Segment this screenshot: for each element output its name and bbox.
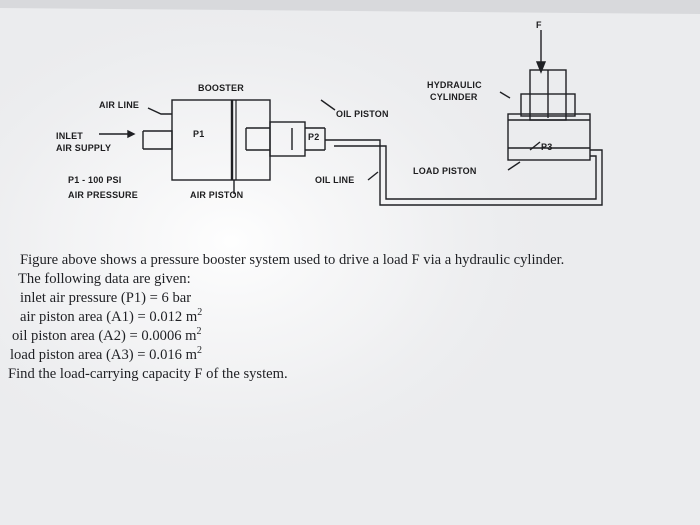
inlet-pressure-line: inlet air pressure (P1) = 6 bar bbox=[20, 290, 192, 306]
p3-chamber-label: P3 bbox=[541, 142, 552, 152]
hydraulic-cylinder bbox=[507, 113, 591, 161]
oil-piston-area-line: oil piston area (A2) = 0.0006 m2 bbox=[12, 326, 688, 346]
cylinder-label: CYLINDER bbox=[430, 92, 478, 102]
force-label: F bbox=[536, 20, 542, 30]
air-piston-area-exponent: 2 bbox=[197, 307, 203, 318]
p1-value-label: P1 - 100 PSI bbox=[68, 175, 121, 185]
p1-chamber-label: P1 bbox=[193, 129, 204, 139]
load-piston-label: LOAD PISTON bbox=[413, 166, 477, 176]
hydraulic-leader bbox=[499, 91, 511, 99]
problem-statement: Figure above shows a pressure booster sy… bbox=[8, 251, 688, 384]
air-piston-label: AIR PISTON bbox=[190, 190, 243, 200]
booster-label: BOOSTER bbox=[198, 83, 244, 93]
load-piston-area-line: load piston area (A3) = 0.016 m2 bbox=[10, 345, 688, 365]
problem-intro: Figure above shows a pressure booster sy… bbox=[20, 252, 565, 268]
oil-piston-leader bbox=[320, 99, 336, 111]
air-piston-area-text: air piston area (A1) = 0.012 m bbox=[20, 309, 198, 325]
given-data-heading: The following data are given: bbox=[18, 271, 191, 287]
question-line: Find the load-carrying capacity F of the… bbox=[8, 366, 288, 382]
air-pressure-label: AIR PRESSURE bbox=[68, 190, 138, 200]
air-piston-area-line: air piston area (A1) = 0.012 m2 bbox=[20, 307, 688, 327]
p2-chamber-label: P2 bbox=[308, 132, 319, 142]
oil-line-label: OIL LINE bbox=[315, 175, 354, 185]
oil-line-pipe bbox=[325, 139, 603, 206]
air-line-leader bbox=[147, 107, 172, 115]
oil-piston-label: OIL PISTON bbox=[336, 109, 389, 119]
inlet-label: INLET bbox=[56, 131, 83, 141]
air-line-label: AIR LINE bbox=[99, 100, 139, 110]
booster-assembly bbox=[99, 30, 603, 206]
load-piston-leader bbox=[507, 161, 521, 171]
air-supply-label: AIR SUPPLY bbox=[56, 143, 111, 153]
oil-piston-area-exponent: 2 bbox=[196, 326, 202, 337]
load-piston-area-text: load piston area (A3) = 0.016 m bbox=[10, 347, 197, 363]
top-edge-shadow bbox=[0, 0, 700, 14]
hydraulic-label: HYDRAULIC bbox=[427, 80, 482, 90]
oil-piston-area-text: oil piston area (A2) = 0.0006 m bbox=[12, 328, 197, 344]
oil-cylinder bbox=[269, 121, 306, 157]
oil-line-pipe-inner bbox=[334, 145, 597, 200]
load-piston-area-exponent: 2 bbox=[196, 345, 202, 356]
oil-line-leader bbox=[367, 171, 379, 181]
diagram-labels: BOOSTER HYDRAULIC CYLINDER AIR LINE OIL … bbox=[56, 20, 552, 200]
